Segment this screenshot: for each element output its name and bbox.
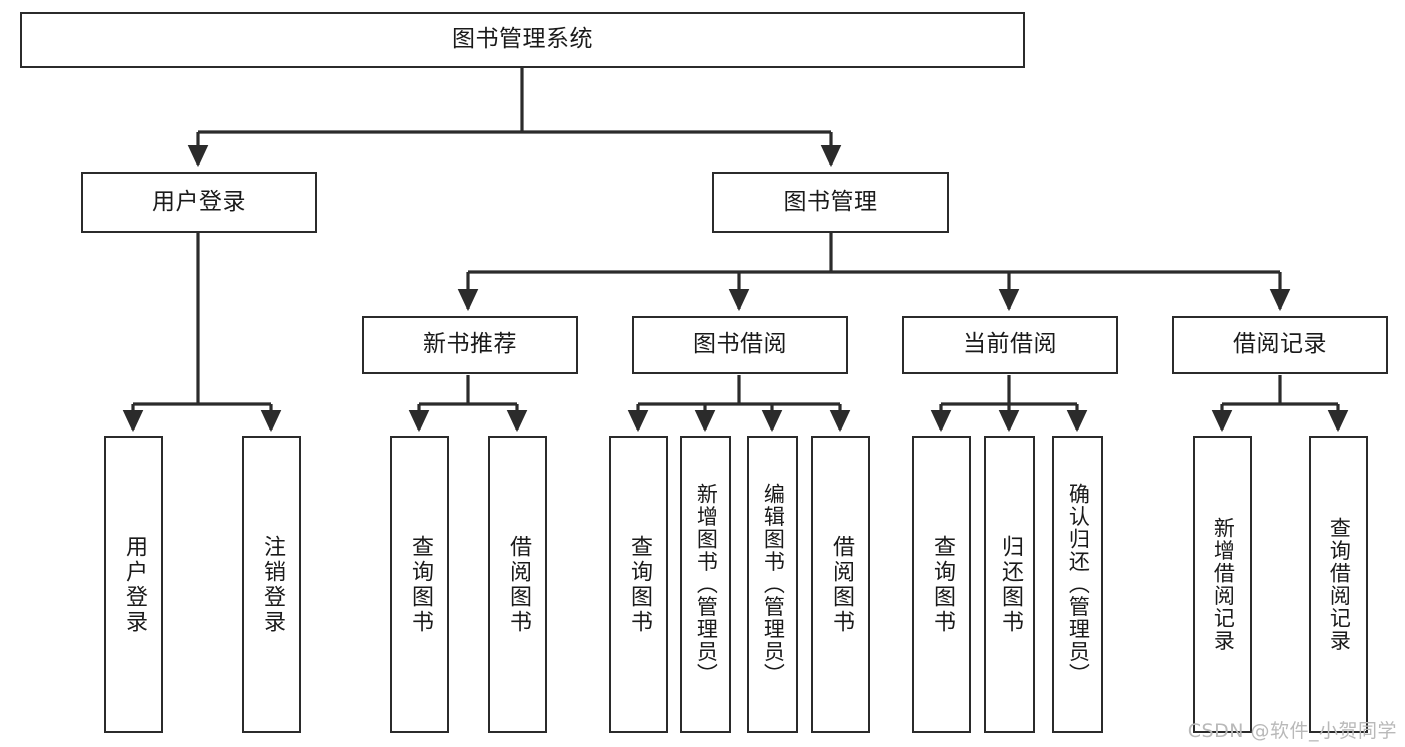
leaf-logout-login[interactable]: 注销登录 <box>242 436 301 733</box>
node-root-system[interactable]: 图书管理系统 <box>20 12 1025 68</box>
node-root-system-label: 图书管理系统 <box>452 26 593 53</box>
node-book-manage-label: 图书管理 <box>783 188 878 215</box>
leaf-user-login[interactable]: 用户登录 <box>104 436 163 733</box>
node-borrow-record[interactable]: 借阅记录 <box>1172 316 1388 374</box>
node-user-login-label: 用户登录 <box>152 188 246 215</box>
leaf-borrow-book-1[interactable]: 借阅图书 <box>488 436 547 733</box>
leaf-query-book-2[interactable]: 查询图书 <box>609 436 668 733</box>
leaf-add-borrow-record[interactable]: 新增借阅记录 <box>1193 436 1252 733</box>
node-book-borrow-label: 图书借阅 <box>693 331 787 358</box>
leaf-add-book-admin-label: 新增图书（管理员） <box>694 483 719 686</box>
leaf-edit-book-admin-label: 编辑图书（管理员） <box>761 483 786 686</box>
leaf-borrow-book-2[interactable]: 借阅图书 <box>811 436 870 733</box>
leaf-confirm-return-admin-label: 确认归还（管理员） <box>1066 483 1091 686</box>
node-user-login[interactable]: 用户登录 <box>81 172 317 233</box>
leaf-borrow-book-1-label: 借阅图书 <box>505 534 531 635</box>
leaf-query-borrow-record[interactable]: 查询借阅记录 <box>1309 436 1368 733</box>
leaf-query-book-3[interactable]: 查询图书 <box>912 436 971 733</box>
leaf-query-book-1-label: 查询图书 <box>407 534 433 635</box>
node-current-borrow-label: 当前借阅 <box>963 331 1057 358</box>
leaf-add-book-admin[interactable]: 新增图书（管理员） <box>680 436 731 733</box>
leaf-query-book-1[interactable]: 查询图书 <box>390 436 449 733</box>
csdn-watermark: CSDN @软件_小贺同学 <box>1187 720 1397 742</box>
node-borrow-record-label: 借阅记录 <box>1233 331 1327 358</box>
node-new-book-recommend-label: 新书推荐 <box>423 331 517 358</box>
leaf-edit-book-admin[interactable]: 编辑图书（管理员） <box>747 436 798 733</box>
node-current-borrow[interactable]: 当前借阅 <box>902 316 1118 374</box>
leaf-add-borrow-record-label: 新增借阅记录 <box>1211 517 1236 652</box>
leaf-query-book-3-label: 查询图书 <box>929 534 955 635</box>
leaf-logout-login-label: 注销登录 <box>259 534 285 635</box>
leaf-borrow-book-2-label: 借阅图书 <box>828 534 854 635</box>
leaf-query-borrow-record-label: 查询借阅记录 <box>1327 517 1352 652</box>
node-book-borrow[interactable]: 图书借阅 <box>632 316 848 374</box>
leaf-confirm-return-admin[interactable]: 确认归还（管理员） <box>1052 436 1103 733</box>
node-book-manage[interactable]: 图书管理 <box>712 172 949 233</box>
leaf-user-login-label: 用户登录 <box>121 534 147 635</box>
leaf-return-book[interactable]: 归还图书 <box>984 436 1035 733</box>
leaf-return-book-label: 归还图书 <box>997 534 1023 635</box>
node-new-book-recommend[interactable]: 新书推荐 <box>362 316 578 374</box>
leaf-query-book-2-label: 查询图书 <box>626 534 652 635</box>
